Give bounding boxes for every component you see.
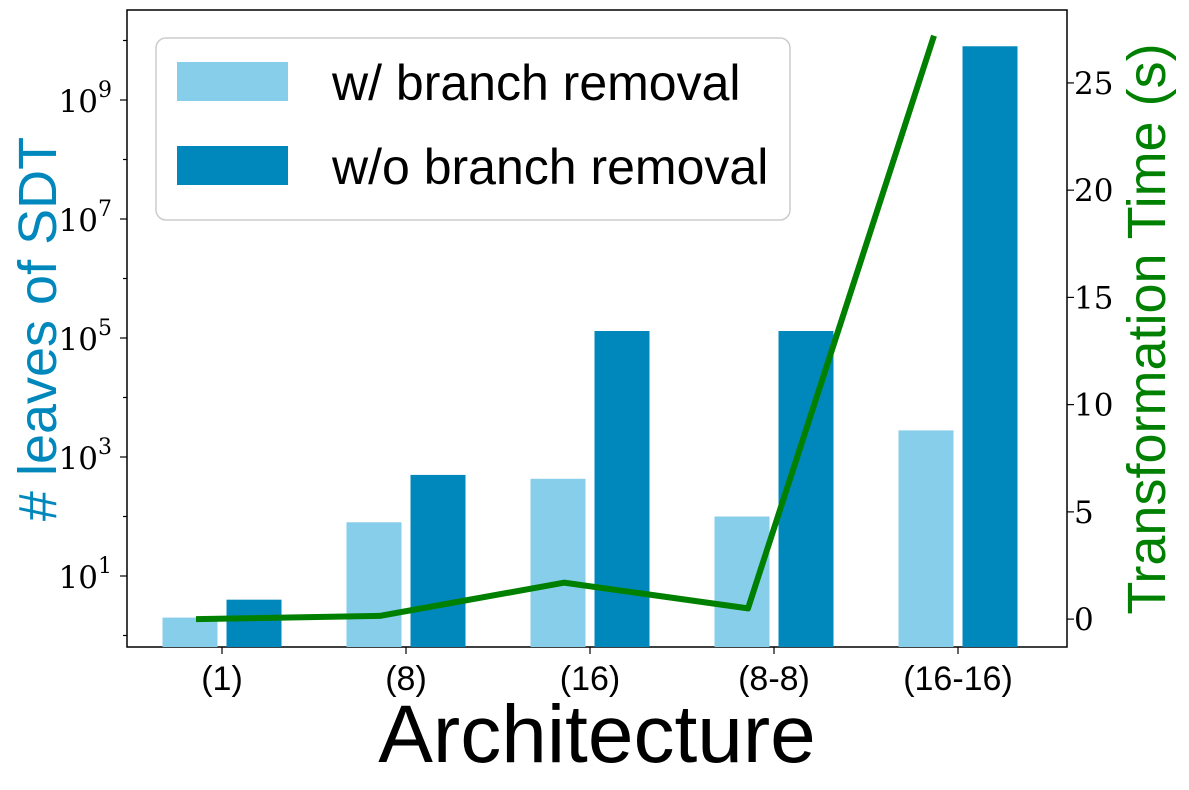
left-tick-label-0: 101 [59, 554, 112, 596]
time-line [195, 34, 937, 623]
bar-s1-1 [410, 474, 466, 647]
bar-s1-0 [226, 599, 282, 647]
bars-layer [162, 46, 1018, 648]
legend-label-0: w/ branch removal [331, 55, 741, 111]
right-y-axis-label: Transformation Time (s) [1117, 43, 1177, 614]
x-tick-label-2: (16) [560, 660, 620, 698]
x-tick-label-4: (16-16) [903, 660, 1013, 698]
bar-s1-2 [594, 331, 650, 647]
left-y-axis-label: # leaves of SDT [8, 137, 68, 521]
line-layer [195, 34, 937, 623]
legend-label-1: w/o branch removal [331, 139, 768, 195]
legend-box [155, 37, 791, 221]
right-tick-label-0: 0 [1074, 602, 1094, 638]
bar-s0-1 [346, 522, 402, 647]
left-tick-label-4: 109 [59, 78, 112, 120]
right-y-axis: 0 5 10 15 20 25 [1067, 66, 1113, 638]
right-tick-label-3: 15 [1074, 280, 1113, 316]
bar-s0-4 [898, 430, 954, 647]
left-tick-label-2: 105 [59, 316, 112, 358]
legend-swatch-0 [177, 62, 288, 101]
bar-s1-4 [962, 46, 1018, 648]
x-axis-label: Architecture [378, 689, 816, 780]
bar-s0-3 [714, 516, 770, 647]
x-tick-label-1: (8) [385, 660, 427, 698]
x-tick-label-0: (1) [201, 660, 243, 698]
left-tick-label-1: 103 [59, 435, 112, 477]
bar-s0-2 [530, 478, 586, 647]
right-tick-label-5: 25 [1074, 66, 1113, 102]
right-tick-label-2: 10 [1074, 388, 1113, 424]
legend-swatch-1 [177, 146, 288, 185]
left-y-axis: 101 103 105 107 109 [59, 39, 127, 637]
legend: w/ branch removal w/o branch removal [155, 37, 791, 221]
bar-s0-0 [162, 617, 218, 647]
left-tick-label-3: 107 [59, 197, 112, 239]
x-axis: (1) (8) (16) (8-8) (16-16) [201, 647, 1013, 698]
x-tick-label-3: (8-8) [738, 660, 810, 698]
right-tick-label-4: 20 [1074, 173, 1113, 209]
right-tick-label-1: 5 [1074, 495, 1094, 531]
